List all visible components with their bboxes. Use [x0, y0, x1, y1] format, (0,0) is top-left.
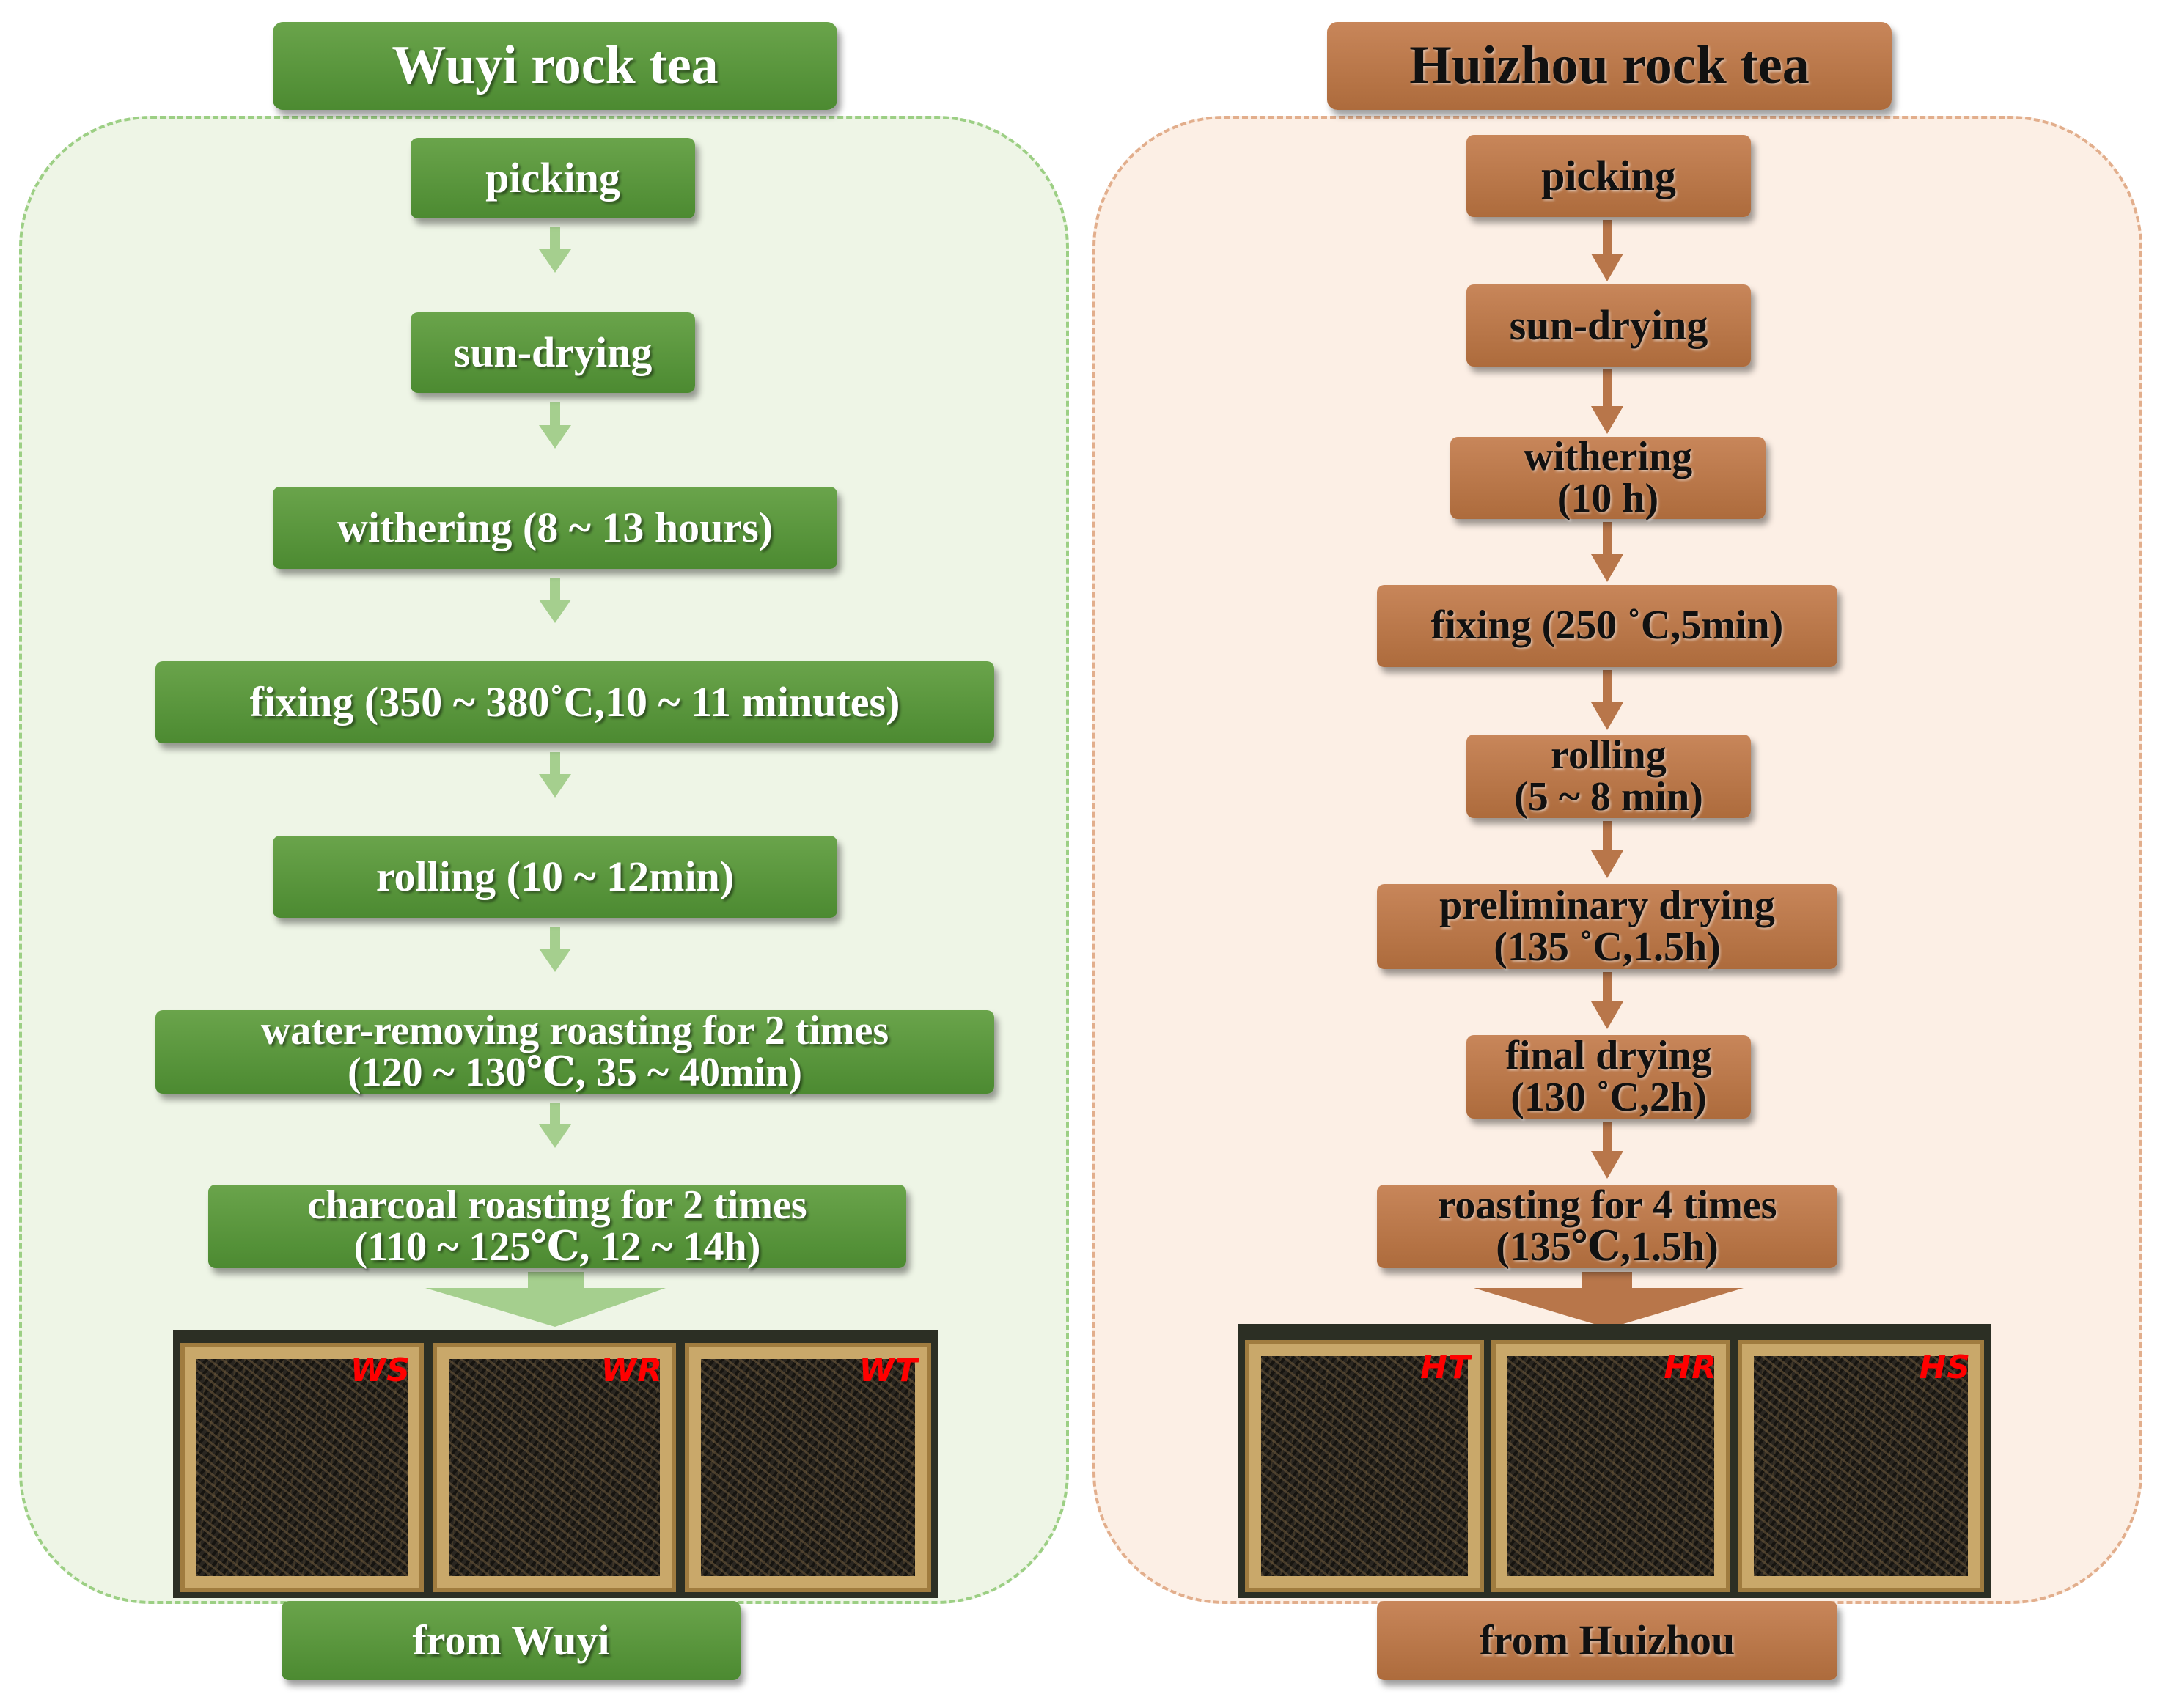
sample-label-ht: HT	[1420, 1349, 1471, 1386]
huizhou-step-sun-drying: sun-drying	[1466, 284, 1751, 367]
huizhou-arrow-5	[1591, 821, 1623, 878]
wuyi-arrow-4	[539, 752, 571, 798]
sample-label-wt: WT	[859, 1352, 918, 1389]
wuyi-arrows	[425, 227, 666, 1327]
huizhou-arrow-2	[1591, 369, 1623, 434]
wuyi-arrow-6	[539, 1103, 571, 1148]
wuyi-step-picking: picking	[411, 138, 695, 218]
huizhou-title: Huizhou rock tea	[1327, 22, 1892, 110]
tea-tray-wt: WT	[685, 1343, 931, 1592]
huizhou-tea-photo: HT HR HS	[1238, 1324, 1991, 1598]
huizhou-step-roasting: roasting for 4 times (135℃,1.5h)	[1377, 1184, 1837, 1268]
wuyi-tea-photo: WS WR WT	[173, 1330, 938, 1598]
huizhou-step-rolling: rolling (5 ~ 8 min)	[1466, 734, 1751, 818]
wuyi-step-withering: withering (8 ~ 13 hours)	[273, 487, 837, 569]
huizhou-arrow-7	[1591, 1122, 1623, 1179]
wuyi-arrow-2	[539, 402, 571, 449]
huizhou-arrow-3	[1591, 522, 1623, 582]
tea-tray-ht: HT	[1245, 1340, 1484, 1592]
huizhou-step-preliminary-drying: preliminary drying (135 ˚C,1.5h)	[1377, 884, 1837, 969]
sample-label-hr: HR	[1664, 1349, 1717, 1386]
huizhou-step-withering: withering (10 h)	[1450, 435, 1766, 520]
wuyi-arrow-1	[539, 227, 571, 273]
wuyi-title: Wuyi rock tea	[273, 22, 837, 110]
huizhou-arrow-6	[1591, 972, 1623, 1029]
wuyi-arrow-5	[539, 927, 571, 972]
huizhou-footer: from Huizhou	[1377, 1601, 1837, 1680]
huizhou-arrows	[1474, 220, 1744, 1328]
huizhou-big-arrow	[1474, 1272, 1744, 1328]
tea-tray-wr: WR	[433, 1343, 676, 1592]
huizhou-arrow-1	[1591, 220, 1623, 281]
huizhou-step-fixing: fixing (250 ˚C,5min)	[1377, 585, 1837, 667]
wuyi-footer: from Wuyi	[282, 1601, 741, 1680]
tea-tray-ws: WS	[180, 1343, 424, 1592]
huizhou-arrow-4	[1591, 670, 1623, 730]
wuyi-step-fixing: fixing (350 ~ 380˚C,10 ~ 11 minutes)	[155, 661, 994, 743]
wuyi-step-rolling: rolling (10 ~ 12min)	[273, 836, 837, 918]
tea-tray-hr: HR	[1491, 1340, 1730, 1592]
huizhou-step-final-drying: final drying (130 ˚C,2h)	[1466, 1034, 1751, 1119]
tea-tray-hs: HS	[1738, 1340, 1984, 1592]
wuyi-big-arrow	[425, 1272, 666, 1327]
wuyi-step-water-removing-roasting: water-removing roasting for 2 times (120…	[155, 1009, 994, 1094]
huizhou-step-picking: picking	[1466, 135, 1751, 217]
sample-label-wr: WR	[600, 1352, 663, 1389]
wuyi-arrow-3	[539, 578, 571, 623]
sample-label-hs: HS	[1919, 1349, 1971, 1386]
wuyi-step-sun-drying: sun-drying	[411, 312, 695, 393]
sample-label-ws: WS	[350, 1352, 411, 1389]
wuyi-step-charcoal-roasting: charcoal roasting for 2 times (110 ~ 125…	[208, 1184, 906, 1268]
